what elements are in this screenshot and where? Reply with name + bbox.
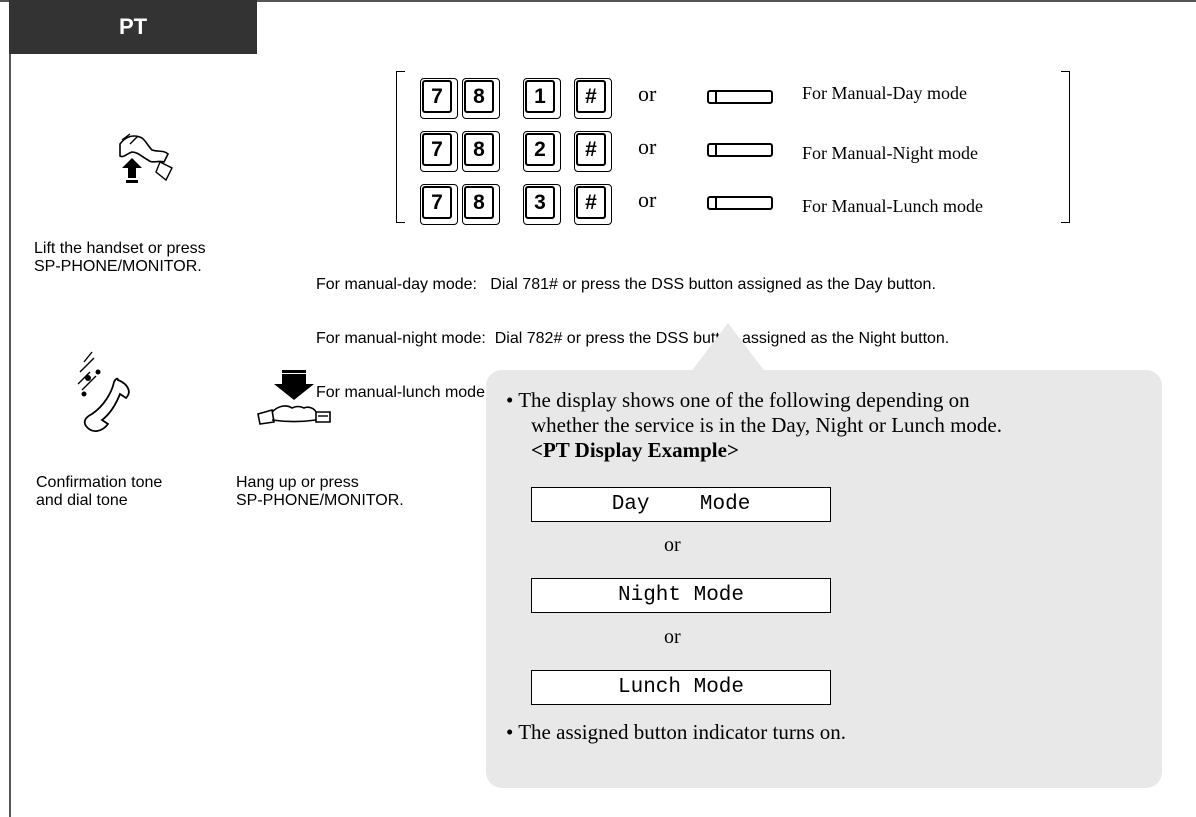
display-lunch-mode: Lunch Mode bbox=[531, 670, 831, 705]
step-lift-line1: Lift the handset or press bbox=[34, 240, 206, 257]
step-hangup-line2: SP-PHONE/MONITOR. bbox=[236, 492, 404, 509]
handset-lift-icon bbox=[119, 133, 173, 183]
handset-tone-icon bbox=[77, 351, 130, 432]
flexible-button-icon bbox=[707, 196, 773, 210]
key-7: 7 bbox=[420, 131, 458, 172]
or-label: or bbox=[638, 81, 657, 106]
note-line1: • The display shows one of the following… bbox=[506, 388, 970, 412]
key-7: 7 bbox=[420, 184, 458, 225]
step-hangup-text: Hang up or press SP-PHONE/MONITOR. bbox=[236, 474, 404, 510]
handset-hangup-icon bbox=[257, 370, 331, 425]
step-hangup-line1: Hang up or press bbox=[236, 474, 359, 491]
instruction-day: For manual-day mode: Dial 781# or press … bbox=[316, 276, 936, 293]
note-line2: whether the service is in the Day, Night… bbox=[531, 413, 1003, 437]
or-label: or bbox=[638, 134, 657, 159]
mode-label-night: For Manual-Night mode bbox=[802, 143, 978, 163]
step-lift-line2: SP-PHONE/MONITOR. bbox=[34, 258, 202, 275]
callout-pointer bbox=[690, 323, 766, 373]
right-bracket bbox=[1061, 71, 1070, 223]
flexible-button-icon bbox=[707, 143, 773, 157]
frame-top-rule bbox=[0, 0, 1196, 2]
key-8: 8 bbox=[462, 131, 500, 172]
step-lift-text: Lift the handset or press SP-PHONE/MONIT… bbox=[34, 240, 206, 276]
mode-label-day: For Manual-Day mode bbox=[802, 83, 967, 103]
step-confirm-line1: Confirmation tone bbox=[36, 474, 163, 491]
key-hash: # bbox=[574, 78, 612, 119]
key-hash: # bbox=[574, 131, 612, 172]
flexible-button-icon bbox=[707, 90, 773, 104]
display-example-title: <PT Display Example> bbox=[531, 438, 739, 462]
key-2: 2 bbox=[523, 131, 561, 172]
frame-left-rule bbox=[9, 0, 11, 817]
display-or-label: or bbox=[664, 534, 681, 556]
key-3: 3 bbox=[523, 184, 561, 225]
key-hash: # bbox=[574, 184, 612, 225]
instruction-night: For manual-night mode: Dial 782# or pres… bbox=[316, 330, 950, 347]
display-or-label: or bbox=[664, 626, 681, 648]
key-7: 7 bbox=[420, 78, 458, 119]
mode-label-lunch: For Manual-Lunch mode bbox=[802, 196, 983, 216]
display-day-mode: Day Mode bbox=[531, 487, 831, 522]
section-tab: PT bbox=[9, 0, 257, 54]
or-label: or bbox=[638, 187, 657, 212]
left-bracket bbox=[396, 71, 405, 223]
display-night-mode: Night Mode bbox=[531, 578, 831, 613]
key-1: 1 bbox=[523, 78, 561, 119]
step-confirm-line2: and dial tone bbox=[36, 492, 128, 509]
note-footer: • The assigned button indicator turns on… bbox=[506, 720, 846, 744]
key-8: 8 bbox=[462, 184, 500, 225]
key-8: 8 bbox=[462, 78, 500, 119]
step-confirm-text: Confirmation tone and dial tone bbox=[36, 474, 162, 510]
dial-sequence-block: 7 8 1 # or For Manual-Day mode 7 8 2 # o… bbox=[380, 68, 1080, 228]
